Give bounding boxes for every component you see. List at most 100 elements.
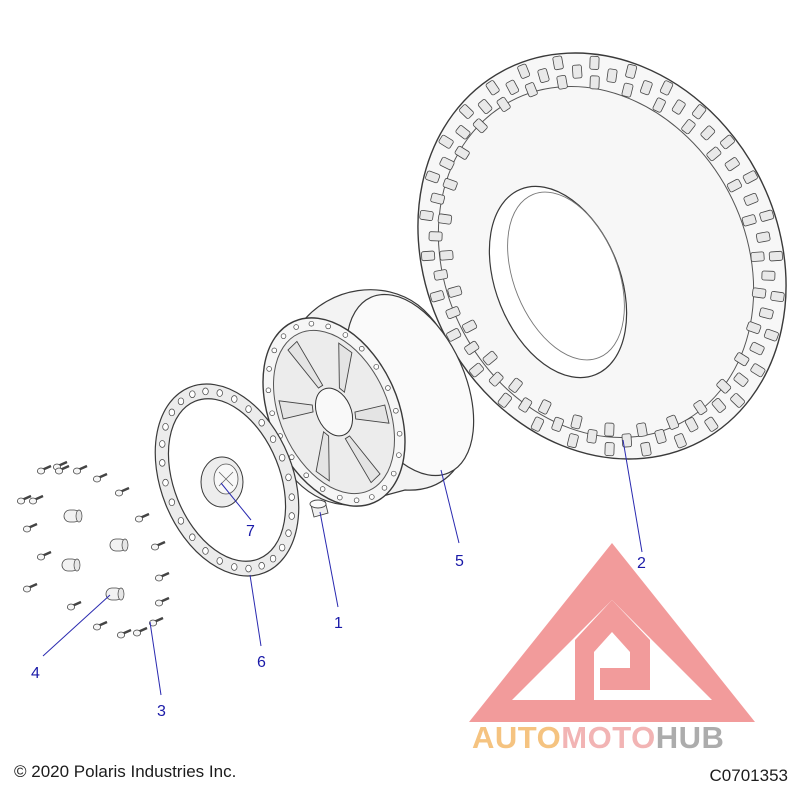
ring-hole	[258, 562, 265, 570]
rim-spoke	[287, 340, 324, 389]
hex-bolt	[132, 626, 148, 637]
tread-block	[741, 214, 757, 227]
tread-block	[586, 429, 598, 444]
rim-bolt	[396, 452, 402, 458]
tread-block	[691, 104, 707, 120]
tread-block	[508, 377, 523, 393]
rim-bolt	[337, 494, 343, 501]
hex-bolt	[148, 616, 164, 627]
tread-block	[704, 416, 719, 432]
tread-block	[730, 393, 745, 408]
tread-block	[742, 170, 758, 184]
rim-bolt	[385, 385, 391, 391]
tread-block	[733, 372, 749, 387]
rim-bolt	[353, 497, 360, 504]
tread-block	[755, 231, 771, 243]
tread-block	[571, 64, 583, 79]
tread-block	[421, 250, 436, 262]
tread-block	[640, 441, 652, 457]
lug-nut-cap	[109, 538, 129, 552]
tread-block	[439, 250, 454, 261]
tread-block	[496, 96, 511, 112]
tread-block	[589, 55, 600, 70]
copyright-notice: © 2020 Polaris Industries Inc.	[14, 762, 237, 781]
tread-block	[750, 363, 766, 378]
hex-bolt	[73, 464, 88, 475]
hex-bolt	[93, 472, 108, 483]
ring-hole	[279, 453, 286, 462]
callout-3: 3	[157, 703, 166, 720]
rim-bolt	[280, 333, 287, 339]
rim-bolt	[308, 320, 315, 327]
rim-illustration	[262, 289, 475, 507]
ring-hole	[162, 423, 169, 431]
tread-block	[552, 55, 564, 71]
tread-block	[743, 192, 759, 206]
tread-block	[454, 145, 470, 160]
hex-bolt	[37, 550, 52, 561]
rim-bolt	[269, 410, 275, 416]
ring-hole	[288, 493, 295, 501]
tread-block	[693, 400, 708, 416]
ring-hole	[258, 418, 265, 427]
callout-2: 2	[637, 555, 646, 572]
tread-block	[716, 378, 732, 394]
ring-hole	[168, 498, 175, 507]
tread-block	[556, 74, 568, 90]
tread-block	[654, 429, 667, 444]
bolt-hardware	[16, 460, 170, 639]
hex-bolt	[117, 628, 132, 639]
ring-hole	[162, 478, 169, 487]
hex-bolt	[22, 582, 38, 593]
callout-7: 7	[246, 523, 255, 540]
lug-nut-cap	[61, 558, 81, 572]
rim-spoke	[278, 400, 314, 420]
tread-block	[720, 134, 735, 150]
ring-hole	[269, 435, 277, 443]
tread-block	[517, 63, 531, 79]
hex-bolt	[115, 486, 130, 497]
tread-block	[681, 119, 696, 135]
tread-block	[673, 433, 687, 449]
hex-bolt	[28, 494, 44, 505]
rim-bolt	[390, 470, 397, 477]
tread-block	[428, 231, 443, 242]
tread-block	[621, 82, 634, 98]
tread-block	[684, 417, 699, 433]
ring-hole	[168, 408, 175, 417]
ring-hole	[285, 473, 292, 482]
tread-block	[726, 178, 742, 193]
tread-block	[640, 80, 653, 96]
tread-block	[538, 399, 552, 415]
tread-block	[659, 80, 674, 96]
tread-block	[746, 321, 762, 334]
tread-block	[505, 79, 520, 95]
ring-hole	[159, 459, 166, 467]
tire-illustration	[417, 52, 787, 460]
tread-block	[537, 68, 550, 83]
watermark-auto: AUTO	[472, 720, 561, 755]
tread-block	[706, 146, 722, 162]
tread-block	[711, 397, 727, 413]
rim-bolt	[266, 366, 272, 372]
rim-bolt	[381, 485, 388, 491]
tread-block	[751, 287, 767, 299]
ring-hole	[189, 390, 196, 398]
tread-block	[530, 416, 545, 432]
tread-block	[700, 125, 716, 141]
ring-hole	[216, 389, 223, 397]
callout-1: 1	[334, 615, 343, 632]
ring-hole	[269, 554, 277, 563]
tread-block	[445, 306, 461, 320]
tread-block	[750, 251, 765, 262]
tread-block	[472, 118, 488, 134]
tread-block	[768, 250, 783, 262]
ring-hole	[288, 512, 295, 520]
rim-spoke	[338, 342, 353, 394]
tread-block	[749, 341, 765, 356]
leader-lines	[42, 439, 643, 696]
rim-spoke	[315, 430, 330, 482]
hex-bolt	[22, 522, 38, 533]
callout-4: 4	[31, 665, 40, 682]
rim-bolt	[319, 486, 326, 492]
